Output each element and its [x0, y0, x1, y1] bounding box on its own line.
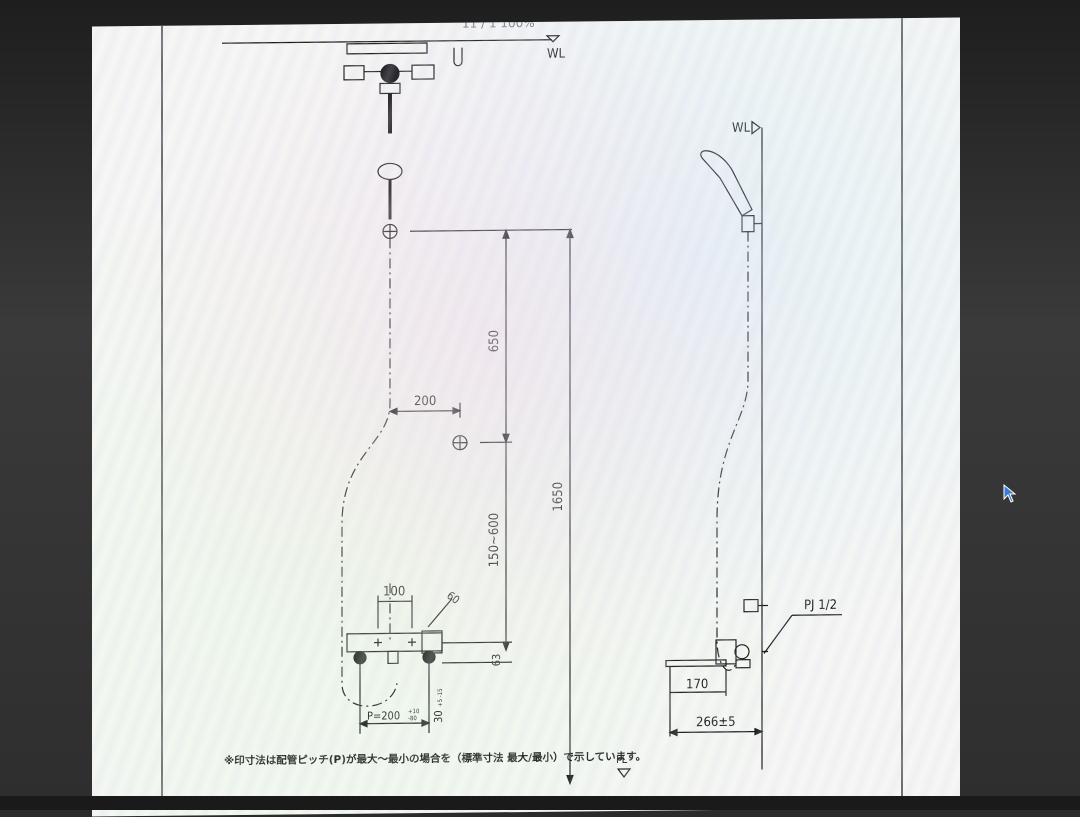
- fl-marker: [618, 769, 630, 777]
- dim-pitch-tol-upper: +10: [408, 708, 420, 715]
- dim-170: 170: [686, 677, 708, 692]
- side-hose-path: [717, 232, 748, 671]
- shower-head-icon: [378, 163, 402, 238]
- wl-label-right: WL: [732, 121, 751, 136]
- pdf-viewer-page: 11 / 1 100% WL: [92, 17, 960, 816]
- taskbar: [0, 796, 1080, 810]
- dim-650: 650: [487, 330, 502, 352]
- side-view: WL PJ 1/2: [616, 120, 842, 777]
- dim-1650: 1650: [551, 482, 566, 512]
- wl-marker-right: [752, 122, 760, 134]
- side-shower-head-icon: [701, 150, 762, 232]
- dim-30-tol: +5 -15: [437, 688, 444, 707]
- dim-30: 30: [432, 710, 445, 723]
- technical-drawing: WL 200: [92, 17, 960, 816]
- faucet-top-icon: [344, 43, 462, 134]
- hook-icon: [453, 436, 467, 450]
- side-mixer-icon: [666, 639, 768, 668]
- wl-label-left: WL: [547, 47, 566, 62]
- front-view: WL 200: [222, 36, 573, 788]
- dim-150-600: 150~600: [487, 513, 502, 568]
- dim-200: 200: [414, 394, 436, 409]
- mouse-pointer-icon: [1003, 484, 1017, 504]
- shower-hose-path: [342, 238, 397, 706]
- pipe-label: PJ 1/2: [804, 598, 837, 613]
- side-hook-icon: [744, 599, 768, 611]
- dim-63: 63: [490, 654, 503, 667]
- dim-pitch-tol-lower: -80: [408, 715, 417, 722]
- mixer-body-icon: [347, 631, 442, 664]
- dim-pitch: P=200: [367, 709, 400, 722]
- dim-266: 266±5: [696, 715, 736, 730]
- wl-marker-left: [547, 36, 559, 42]
- dim-100: 100: [383, 584, 405, 599]
